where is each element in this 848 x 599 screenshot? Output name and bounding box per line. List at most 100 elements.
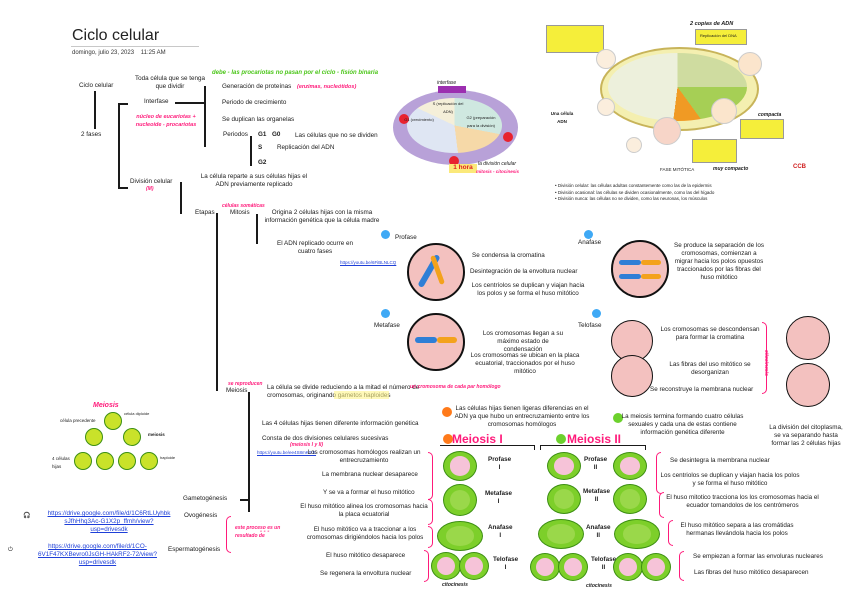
meiosis-tree-note: haploide: [160, 455, 176, 460]
meiosis-video-link[interactable]: https://youtu.be/ee4S8mK0dc: [257, 450, 317, 455]
telofase-cell-bottom: [611, 355, 653, 397]
gamete-cell: [118, 452, 136, 470]
s-desc: Replicación del ADN: [277, 144, 335, 151]
link-line[interactable]: usp=drivesdk: [90, 526, 128, 533]
meiosis-I-rule: [440, 445, 535, 446]
wheel-note2: mitosis - citocinesis: [476, 169, 520, 174]
division-code: (M): [146, 186, 154, 192]
meiosis-I-brace: [424, 550, 429, 582]
meiosis-note2: un cromosoma de cada par homólogo: [410, 384, 501, 390]
meiosis-II-telofase-cell: [613, 553, 643, 581]
phase-name-text: Profase: [488, 456, 512, 463]
meiosis-I-telofase-cell: [431, 552, 461, 580]
phase-name-text: Anafase: [586, 524, 611, 531]
phase-desc: Se condensa la cromatina: [472, 252, 545, 259]
link-line[interactable]: 6V1F47KXBevro0JsGH-HAkRF2-72/view?: [38, 551, 157, 558]
phase-desc: Los centríolos se duplican y viajan haci…: [471, 282, 585, 297]
interfase-item: Periodo de crecimiento: [222, 99, 287, 106]
meiosis-II-metafase-cell: [613, 484, 647, 514]
mitosis-note: células somáticas: [222, 203, 265, 209]
meiosis-II-desc: Los centriolos se duplican y viajan haci…: [660, 472, 800, 487]
marker-icon: [503, 132, 513, 142]
meiosis-I-profase-cell: [443, 451, 477, 481]
meiosis-I-desc: Se regenera la envoltura nuclear: [320, 570, 412, 577]
meiosis-I-desc: El huso mitótico alinea los cromosomas h…: [300, 503, 428, 518]
meiosis-I-desc: El huso mitótico va a traccionar a los c…: [306, 526, 424, 541]
meiosis-II-rule: [540, 445, 541, 450]
bracket-tick: [118, 187, 128, 189]
marker-icon: [449, 156, 459, 166]
gamete-cell: [74, 452, 92, 470]
audio-icon[interactable]: 🎧: [23, 513, 31, 519]
phase-desc: Se produce la separación de los cromosom…: [674, 242, 764, 281]
interfase-item: Generación de proteínas: [222, 83, 292, 90]
metafase-icon: [381, 309, 390, 318]
link-line[interactable]: https://drive.google.com/file/d/1CO-: [48, 543, 147, 550]
ovogenesis-label: Ovogénesis: [184, 512, 218, 519]
meiosis-II-anafase-cell: [614, 519, 660, 549]
telofase-icon: [592, 309, 601, 318]
phase-num: II: [601, 564, 606, 571]
fases-label: 2 fases: [81, 131, 102, 138]
right-right-note: compacta: [758, 112, 782, 118]
gamete-cell: [140, 452, 158, 470]
link-line[interactable]: https://drive.google.com/file/d/1C6RtLUy…: [47, 510, 171, 517]
link-line[interactable]: sJfhHhq3Ac-G1X2p_ffmh/view?: [64, 518, 154, 525]
g0-desc: Las células que no se dividen: [295, 132, 378, 139]
mitosis-video-link[interactable]: https://youtu.be/6FiBLNLCQ: [340, 260, 397, 265]
meiosis-II-desc: Se empiezan a formar las envoluras nucle…: [693, 553, 823, 560]
meiosis-I-title: Meiosis I: [452, 432, 503, 446]
bullet-item: • División celular: las células adultas …: [555, 183, 712, 188]
meiosis-I-desc: La membrana nuclear desaparece: [322, 471, 418, 478]
bullet-item: • División ocasional: las células se div…: [555, 189, 715, 195]
g1-label: G1: [258, 131, 267, 138]
phase-name-text: Anafase: [488, 524, 513, 531]
bullet-text: División celular: las células adultas co…: [557, 183, 712, 188]
espermatogenesis-label: Espermatogénesis: [168, 546, 221, 553]
meiosis-II-desc: Se desintegra la membrana nuclear: [670, 457, 770, 464]
phase-name: Profase: [395, 234, 417, 241]
audio-icon[interactable]: ⏻: [8, 547, 13, 553]
meiosis-II-footer: citocinesis: [586, 583, 612, 589]
metafase-cell-image: [407, 313, 465, 371]
meiosis-tree-bottom: 4 células hijas: [52, 456, 70, 469]
anafase-cell-image: [611, 240, 669, 298]
citocinesis-label: citocinesis: [763, 350, 769, 376]
meiosis-II-telofase-cell: [530, 553, 560, 581]
meiosis-II-profase-cell: [547, 452, 581, 480]
periodos-bracket: [250, 136, 252, 166]
meiosis-II-telofase-cell: [641, 553, 671, 581]
phase-num: I: [499, 532, 502, 539]
orange-dot-icon: [443, 434, 453, 444]
meiosis-label: Meiosis: [226, 387, 248, 394]
etapas-bracket: [216, 213, 218, 391]
link-line[interactable]: usp=drivesdk: [78, 559, 117, 566]
bullet-item: • División nunca: las células no se divi…: [555, 196, 708, 201]
marker-icon: [399, 114, 409, 124]
meiosis-II-metafase-cell: [547, 484, 581, 514]
division-bracket: [180, 182, 182, 214]
drive-link-2[interactable]: https://drive.google.com/file/d/1CO- 6V1…: [30, 543, 165, 567]
meiosis-I-brace: [428, 452, 433, 500]
citocinesis-desc: La división del citoplasma, se va separa…: [769, 424, 843, 447]
phase-name-text: Telofase: [591, 556, 617, 563]
phase-desc: Las fibras del uso mitótico se desorgani…: [669, 361, 751, 376]
meiosis-II-telofase-cell: [558, 553, 588, 581]
mitosis-item: El ADN replicado ocurre en cuatro fases: [277, 240, 353, 255]
green-dot-icon: [556, 434, 566, 444]
phase-num: I: [497, 498, 500, 505]
meiosis-note: se reproducen: [228, 381, 263, 387]
mitosis-label: Mitosis: [230, 209, 250, 216]
meiosis-I-anafase-cell: [437, 521, 483, 551]
root-desc: Toda célula que se tenga que dividir: [134, 75, 206, 90]
meiosis-item: Las 4 células hijas tienen diferente inf…: [262, 420, 419, 427]
interfase-item: Se duplican las organelas: [222, 116, 295, 123]
wheel-g1: G1 (crecimiento): [404, 117, 434, 122]
meiosis-tree-left: célula precedente: [60, 418, 96, 423]
meiosis-I-rule: [534, 445, 535, 450]
drive-link-1[interactable]: https://drive.google.com/file/d/1C6RtLUy…: [38, 510, 180, 534]
orange-dot-icon: [442, 407, 452, 417]
